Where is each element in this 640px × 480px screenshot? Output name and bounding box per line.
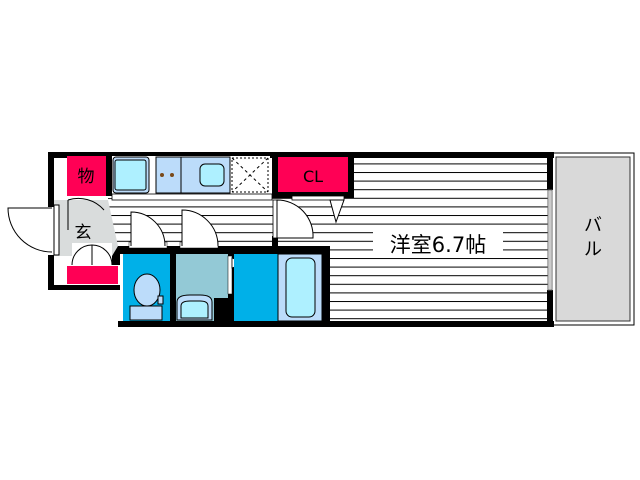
shoe-cabinet xyxy=(54,265,120,285)
window xyxy=(547,189,553,291)
balcony-label-line2: ル xyxy=(584,239,602,260)
refrigerator xyxy=(112,156,150,194)
kitchen xyxy=(111,156,273,201)
bathtub xyxy=(285,257,316,318)
bathroom xyxy=(234,253,323,322)
sink xyxy=(180,156,231,194)
closet: CL xyxy=(278,157,348,224)
closet-label: CL xyxy=(303,167,323,186)
stove xyxy=(155,156,182,194)
western-room-label-group: 洋室6.7帖 xyxy=(373,230,503,258)
toilet-room xyxy=(123,254,170,321)
balcony: バ ル xyxy=(551,152,635,326)
western-room-label: 洋室6.7帖 xyxy=(390,233,486,257)
room-door xyxy=(272,199,314,239)
balcony-label-line1: バ xyxy=(584,215,602,236)
washing-machine-space xyxy=(231,157,269,193)
storage-label: 物 xyxy=(78,167,95,187)
storage-room: 物 xyxy=(67,156,106,196)
washroom-door xyxy=(179,209,219,249)
toilet-bowl xyxy=(133,273,161,307)
entrance-label: 玄 xyxy=(75,223,92,243)
entrance: 玄 xyxy=(7,197,118,266)
toilet-door xyxy=(128,211,168,249)
